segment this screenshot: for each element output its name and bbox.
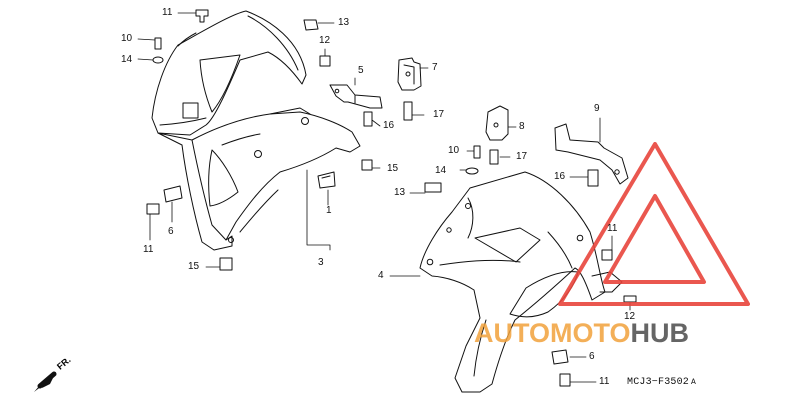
label-14b: 14 (435, 165, 447, 176)
leader-lines (137, 12, 631, 383)
label-1: 1 (326, 205, 332, 216)
label-15: 15 (387, 163, 399, 174)
label-11c: 11 (607, 223, 618, 234)
label-13: 13 (338, 17, 350, 28)
inner-panel-1 (317, 171, 336, 189)
label-12b: 12 (624, 311, 636, 322)
label-16b: 16 (554, 171, 566, 182)
left-cowl-panel (151, 10, 361, 251)
label-7: 7 (432, 62, 438, 73)
bracket-8 (485, 105, 509, 141)
watermark-part1: AUTOMOTO (474, 318, 631, 348)
watermark-part2: HUB (630, 318, 690, 348)
label-11b: 11 (143, 244, 154, 255)
label-17b: 17 (516, 151, 528, 162)
label-3: 3 (318, 257, 324, 268)
bracket-7 (397, 57, 422, 91)
label-9: 9 (594, 103, 600, 114)
watermark-logo: AUTOMOTOHUB (474, 319, 689, 347)
label-16: 16 (383, 120, 395, 131)
label-6: 6 (168, 226, 174, 237)
label-13b: 13 (394, 187, 406, 198)
label-6b: 6 (589, 351, 595, 362)
label-11d: 11 (599, 376, 610, 387)
label-12: 12 (319, 35, 331, 46)
stay-5 (329, 84, 383, 109)
label-5: 5 (358, 65, 364, 76)
label-10: 10 (121, 33, 133, 44)
watermark-triangle (558, 142, 750, 306)
label-11: 11 (162, 7, 173, 18)
drawing-code-suffix: A (691, 378, 697, 387)
label-4: 4 (378, 270, 384, 281)
label-10b: 10 (448, 145, 460, 156)
front-direction-arrow (34, 371, 57, 392)
drawing-code-main: MCJ3−F3502 (627, 377, 690, 388)
label-17: 17 (433, 109, 445, 120)
label-8: 8 (519, 121, 525, 132)
label-14: 14 (121, 54, 133, 65)
stay-9 (554, 123, 629, 185)
label-15b: 15 (188, 261, 200, 272)
